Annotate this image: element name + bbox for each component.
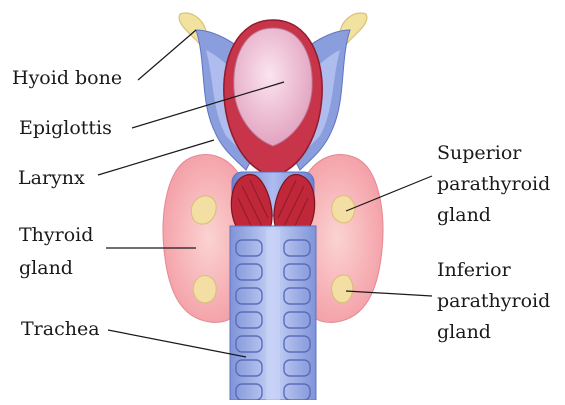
- label-superior-line1: Superior: [437, 138, 550, 169]
- label-trachea: Trachea: [21, 317, 100, 341]
- label-thyroid-line1: Thyroid: [19, 219, 93, 252]
- hyoid-leader: [138, 30, 196, 80]
- label-inferior-line2: parathyroid: [437, 286, 550, 317]
- label-inferior-line1: Inferior: [437, 255, 550, 286]
- label-inferior-parathyroid-gland: Inferior parathyroid gland: [437, 255, 550, 348]
- label-thyroid-gland: Thyroid gland: [19, 219, 93, 285]
- label-superior-parathyroid-gland: Superior parathyroid gland: [437, 138, 550, 231]
- label-thyroid-line2: gland: [19, 252, 93, 285]
- right-inferior-parathyroid: [332, 275, 353, 303]
- label-larynx: Larynx: [18, 166, 85, 190]
- label-hyoid-bone: Hyoid bone: [12, 66, 122, 90]
- label-epiglottis: Epiglottis: [19, 116, 112, 140]
- left-inferior-parathyroid: [193, 276, 216, 303]
- label-inferior-line3: gland: [437, 317, 550, 348]
- trachea-leader: [108, 330, 246, 357]
- label-superior-line2: parathyroid: [437, 169, 550, 200]
- label-superior-line3: gland: [437, 200, 550, 231]
